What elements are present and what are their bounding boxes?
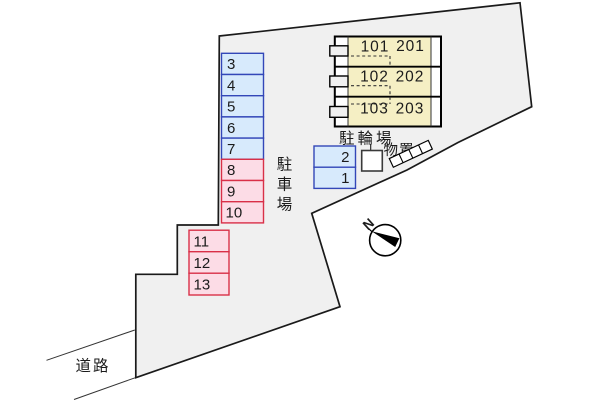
- road-edge-lower: [73, 377, 136, 400]
- svg-text:場: 場: [277, 196, 293, 214]
- svg-text:車: 車: [277, 176, 293, 194]
- storage-box: [360, 149, 384, 172]
- unit-label-103: 103: [360, 101, 389, 118]
- stall-12-label: 12: [194, 255, 211, 272]
- unit-label-203: 203: [396, 101, 425, 118]
- stall-13-label: 13: [194, 277, 211, 294]
- entrance-notch-103: [329, 105, 349, 119]
- stall-7-label: 7: [227, 141, 235, 158]
- parking-stall-1: [313, 166, 357, 190]
- stall-5-label: 5: [227, 99, 235, 116]
- stall-4-label: 4: [227, 77, 235, 94]
- parking-column-b: 11 12 13: [188, 229, 230, 296]
- building-units-area: [348, 37, 431, 126]
- bike-rack-strip: [388, 139, 434, 169]
- parking-stall-13: [188, 272, 230, 296]
- road-label: 道路: [75, 357, 110, 375]
- stall-9-label: 9: [227, 183, 235, 200]
- north-indicator: N: [360, 215, 402, 257]
- entrance-notch-102: [329, 75, 349, 88]
- stall-3-label: 3: [227, 56, 235, 73]
- unit-label-202: 202: [396, 69, 425, 86]
- parking-stall-10: [220, 200, 265, 224]
- stall-2-label: 2: [341, 149, 349, 166]
- stall-10-label: 10: [226, 205, 243, 222]
- parking-column-a: 3 4 5 6 7 8 9 10: [220, 52, 265, 224]
- unit-label-201: 201: [396, 38, 425, 55]
- unit-label-101: 101: [361, 39, 390, 56]
- stall-1-label: 1: [341, 170, 349, 187]
- stall-11-label: 11: [194, 234, 210, 251]
- compass-needle: [371, 231, 400, 247]
- parking-near-building: 2 1: [313, 145, 357, 190]
- road-edge-upper: [46, 329, 135, 361]
- compass-needle-tail: [367, 227, 373, 233]
- unit-label-102: 102: [360, 69, 389, 86]
- entrance-notch-101: [329, 45, 349, 57]
- stall-8-label: 8: [227, 162, 235, 179]
- bicycle-parking-label: 駐輪場: [339, 130, 395, 148]
- site-boundary: [134, 1, 533, 379]
- stall-6-label: 6: [227, 120, 235, 137]
- parking-area-label: 駐 車 場: [277, 156, 293, 214]
- entrance-dashed-lines: [351, 55, 391, 105]
- svg-text:駐: 駐: [277, 156, 293, 174]
- building: 101 201 102 202 103 203: [329, 35, 442, 128]
- facilities: 駐輪場 物置: [339, 130, 434, 172]
- road: 道路: [46, 329, 136, 400]
